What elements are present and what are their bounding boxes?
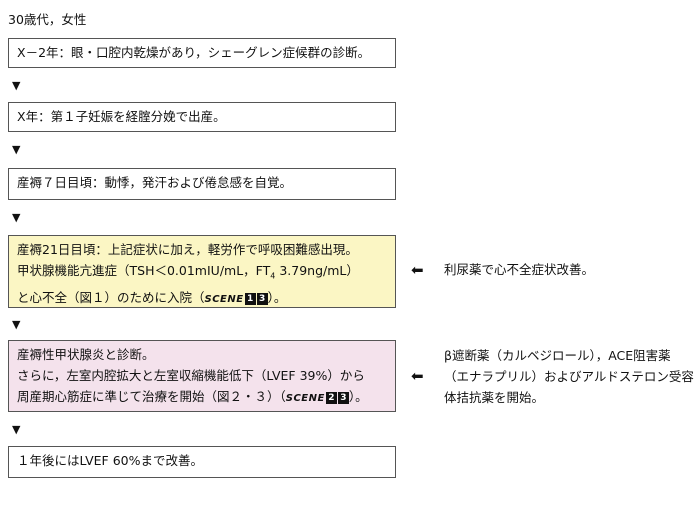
- down-arrow-icon: ▼: [12, 79, 21, 92]
- step-4-line-1: 産褥21日目頃：上記症状に加え，軽労作で呼吸困難感出現。: [17, 242, 358, 257]
- scene-label: SCENE: [285, 393, 325, 404]
- step-box-3: 産褥７日目頃：動悸，発汗および倦怠感を自覚。: [8, 168, 396, 200]
- scene-label: SCENE: [204, 293, 244, 305]
- step-box-4-admission: 産褥21日目頃：上記症状に加え，軽労作で呼吸困難感出現。 甲状腺機能亢進症（TS…: [8, 235, 396, 308]
- step-box-1: X－2年：眼・口腔内乾燥があり，シェーグレン症候群の診断。: [8, 38, 396, 68]
- note-2-line-2: （エナラプリル）およびアルドステロン受容: [444, 369, 694, 384]
- step-2-text: X年：第１子妊娠を経腟分娩で出産。: [17, 109, 226, 124]
- left-arrow-icon: ⬅: [411, 367, 424, 385]
- scene-badge: 3: [256, 292, 268, 305]
- step-1-text: X－2年：眼・口腔内乾燥があり，シェーグレン症候群の診断。: [17, 45, 371, 60]
- down-arrow-icon: ▼: [12, 211, 21, 224]
- scene-badge: 3: [337, 392, 349, 404]
- left-arrow-icon: ⬅: [411, 261, 424, 279]
- step-3-text: 産褥７日目頃：動悸，発汗および倦怠感を自覚。: [17, 175, 293, 190]
- down-arrow-icon: ▼: [12, 423, 21, 436]
- patient-header: 30歳代，女性: [8, 12, 87, 27]
- note-medications: β遮断薬（カルベジロール），ACE阻害薬 （エナラプリル）およびアルドステロン受…: [444, 345, 694, 408]
- note-diuretic: 利尿薬で心不全症状改善。: [444, 262, 595, 277]
- step-4-line-2: 甲状腺機能亢進症（TSH＜0.01mIU/mL，FT4 3.79ng/mL）: [17, 263, 359, 281]
- ft4-subscript: 4: [270, 271, 276, 281]
- note-2-line-1: β遮断薬（カルベジロール），ACE阻害薬: [444, 348, 671, 363]
- down-arrow-icon: ▼: [12, 143, 21, 156]
- scene-badge: 1: [244, 292, 256, 305]
- step-box-6-outcome: １年後にはLVEF 60%まで改善。: [8, 446, 396, 478]
- scene-badge: 2: [325, 392, 337, 404]
- step-box-5-diagnosis: 産褥性甲状腺炎と診断。 さらに，左室内腔拡大と左室収縮機能低下（LVEF 39%…: [8, 340, 396, 412]
- step-6-text: １年後にはLVEF 60%まで改善。: [17, 453, 203, 468]
- step-box-2: X年：第１子妊娠を経腟分娩で出産。: [8, 102, 396, 132]
- down-arrow-icon: ▼: [12, 318, 21, 331]
- step-5-line-1: 産褥性甲状腺炎と診断。: [17, 347, 155, 362]
- note-2-line-3: 体拮抗薬を開始。: [444, 390, 545, 405]
- step-5-line-2: さらに，左室内腔拡大と左室収縮機能低下（LVEF 39%）から: [17, 368, 365, 383]
